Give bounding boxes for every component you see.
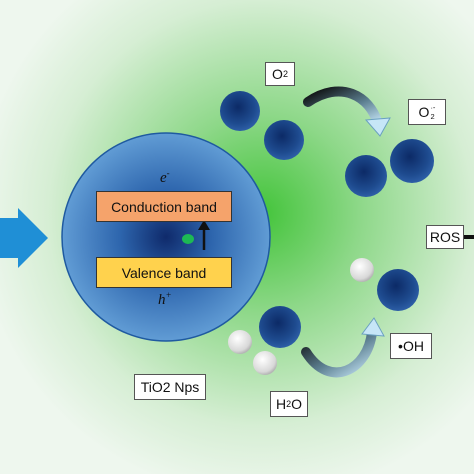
water-h-atom-2: [253, 351, 277, 375]
hole-label: h+: [158, 290, 172, 308]
water-h-atom-1: [228, 330, 252, 354]
oxidation-arrowhead-icon: [361, 317, 385, 337]
reduction-curved-arrow: [303, 86, 383, 129]
water-o-atom: [259, 306, 301, 348]
ros-connector: [464, 235, 474, 239]
excitation-arrowhead-icon: [198, 220, 210, 230]
conduction-band-label: Conduction band: [111, 198, 217, 215]
hydroxyl-o-atom: [377, 269, 419, 311]
light-arrow-icon: [0, 208, 48, 268]
o2-atom-2: [264, 120, 304, 160]
ros-label: ROS: [426, 225, 464, 249]
reduction-arrowhead-icon: [364, 117, 391, 137]
tio2-label: TiO2 Nps: [134, 374, 206, 400]
oxidation-curved-arrow: [301, 327, 377, 378]
valence-band: Valence band: [96, 257, 232, 288]
superoxide-atom-1: [345, 155, 387, 197]
hydroxyl-h-atom: [350, 258, 374, 282]
hydroxyl-label: •OH: [390, 333, 432, 359]
superoxide-label: O ·- 2: [408, 99, 446, 125]
conduction-band: Conduction band: [96, 191, 232, 222]
o2-atom-1: [220, 91, 260, 131]
tio2-particle: [61, 132, 271, 342]
electron-label: e-: [160, 168, 170, 186]
valence-band-label: Valence band: [121, 264, 207, 281]
superoxide-atom-2: [390, 139, 434, 183]
hole-dot: [182, 234, 194, 244]
